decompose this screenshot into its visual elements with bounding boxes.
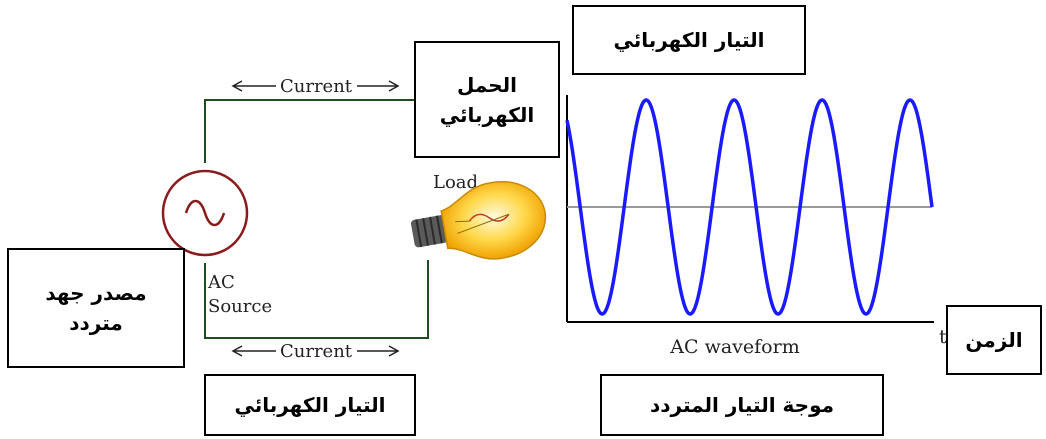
waveform-arabic: موجة التيار المتردد xyxy=(650,393,835,417)
current-arabic-bottom: التيار الكهربائي xyxy=(234,393,386,417)
light-bulb-icon xyxy=(411,181,547,260)
current-arrow-bottom: Current xyxy=(231,341,400,362)
current-arabic-box-bottom: التيار الكهربائي xyxy=(204,374,416,436)
current-arrow-top: Current xyxy=(231,76,400,97)
current-arabic-box-top: التيار الكهربائي xyxy=(572,5,806,75)
waveform-arabic-box: موجة التيار المتردد xyxy=(600,374,884,436)
load-arabic-line2: الكهربائي xyxy=(439,102,535,127)
wire-bottom xyxy=(204,260,429,339)
sine-wave-icon xyxy=(184,199,226,227)
current-label-top: Current xyxy=(280,76,353,97)
load-arabic-line1: الحمل xyxy=(456,72,518,97)
time-arabic-box: الزمن xyxy=(946,305,1042,375)
load-label: Load xyxy=(433,172,478,193)
time-arabic: الزمن xyxy=(965,328,1023,352)
current-label-bottom: Current xyxy=(280,341,353,362)
waveform-caption: AC waveform xyxy=(669,336,799,358)
load-arabic-box: الحمل الكهربائي xyxy=(414,41,560,158)
waveform-axis-t: t xyxy=(939,326,947,348)
source-arabic-line2: متردد xyxy=(69,311,123,335)
waveform-sine xyxy=(565,98,934,316)
source-arabic-box: مصدر جهد متردد xyxy=(7,248,185,368)
current-arabic-top: التيار الكهربائي xyxy=(613,28,765,52)
waveform-plot: t AC waveform xyxy=(565,95,947,358)
ac-source xyxy=(161,169,249,257)
wire-top xyxy=(204,99,429,163)
ac-source-label-line2: Source xyxy=(208,296,272,317)
source-arabic-line1: مصدر جهد xyxy=(45,281,147,305)
ac-source-label-line1: AC xyxy=(207,272,235,293)
